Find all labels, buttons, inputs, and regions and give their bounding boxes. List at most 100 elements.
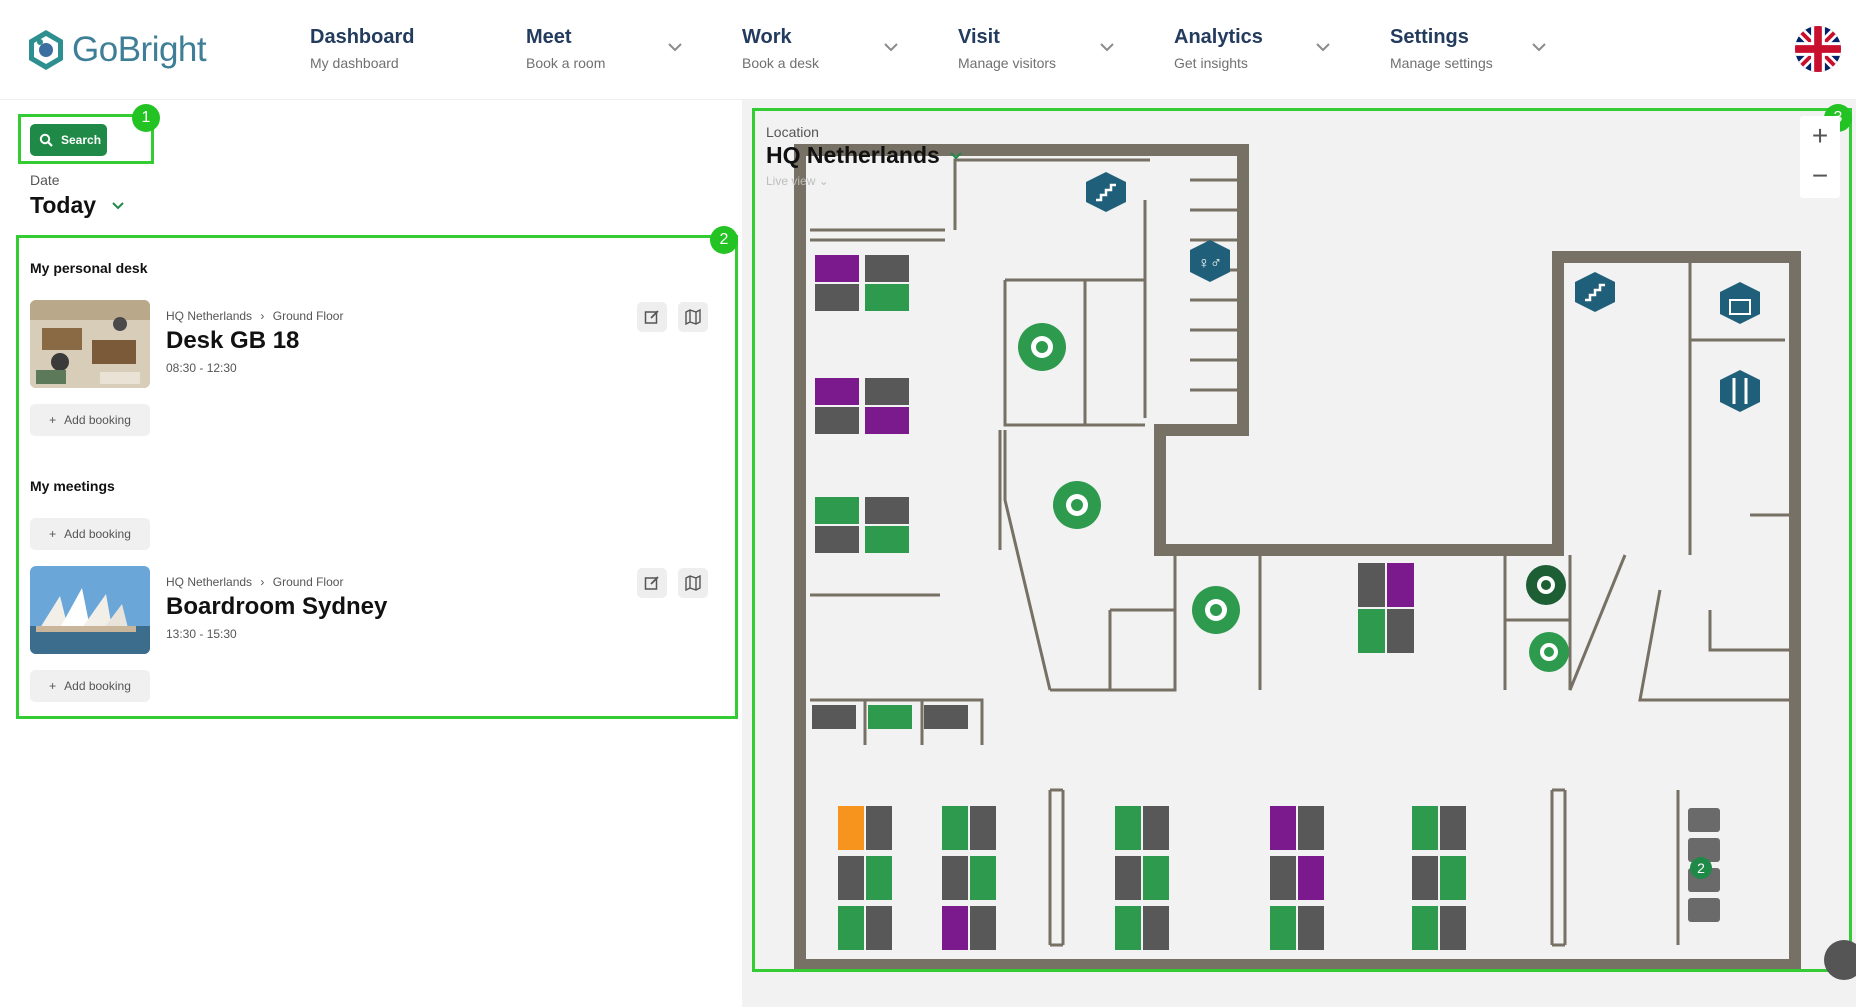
brand-name: GoBright — [72, 30, 207, 69]
edit-booking-button[interactable] — [637, 568, 667, 598]
restroom-icon: ♀♂ — [1190, 240, 1230, 282]
elevator-icon — [1720, 282, 1760, 324]
room-marker[interactable] — [1526, 565, 1566, 605]
location-label: Location — [766, 124, 819, 140]
nav-title: Meet — [526, 26, 572, 48]
search-button[interactable]: Search — [30, 124, 107, 156]
nav-dashboard[interactable]: Dashboard My dashboard — [310, 26, 526, 71]
chevron-down-icon[interactable] — [668, 42, 682, 52]
zoom-out-button[interactable]: − — [1811, 160, 1829, 191]
nav-title: Visit — [958, 26, 1000, 48]
nav-title: Settings — [1390, 26, 1469, 48]
crumb-location: HQ Netherlands — [166, 309, 253, 323]
nav-meet[interactable]: Meet Book a room — [526, 26, 742, 71]
refresh-icon[interactable] — [1824, 940, 1856, 980]
main-nav: Dashboard My dashboard Meet Book a room … — [310, 26, 1606, 71]
stairs-icon — [1086, 172, 1126, 212]
map-icon — [685, 309, 701, 325]
desk-cluster[interactable] — [1358, 563, 1414, 653]
zoom-control: + − — [1800, 116, 1840, 198]
personal-desk-title: My personal desk — [30, 260, 148, 276]
chevron-down-icon[interactable] — [1316, 42, 1330, 52]
meetings-title: My meetings — [30, 478, 115, 494]
room-marker[interactable] — [1529, 632, 1569, 672]
nav-subtitle: My dashboard — [310, 55, 399, 71]
date-label: Date — [30, 172, 60, 188]
meeting-booking-title[interactable]: Boardroom Sydney — [166, 593, 388, 620]
crumb-floor: Ground Floor — [272, 309, 344, 323]
gobright-logo[interactable]: GoBright — [26, 28, 207, 72]
stairs-icon — [1575, 272, 1615, 312]
add-booking-button[interactable]: + Add booking — [30, 518, 150, 550]
desk-column[interactable] — [942, 806, 996, 950]
floor-walls — [794, 144, 1801, 970]
crumb-location: HQ Netherlands — [166, 575, 253, 589]
meeting-booking-time: 13:30 - 15:30 — [166, 627, 237, 641]
room-marker[interactable] — [1192, 586, 1240, 634]
location-selector[interactable]: HQ Netherlands — [766, 142, 962, 169]
uk-flag-icon[interactable] — [1795, 26, 1841, 72]
nav-analytics[interactable]: Analytics Get insights — [1174, 26, 1390, 71]
svg-text:♀♂: ♀♂ — [1198, 255, 1222, 272]
crumb-separator: › — [260, 309, 265, 323]
nav-subtitle: Book a room — [526, 55, 606, 71]
add-booking-button[interactable]: + Add booking — [30, 670, 150, 702]
nav-title: Analytics — [1174, 26, 1263, 48]
view-mode-label: Live view — [766, 174, 816, 188]
highlight-box-2 — [16, 235, 738, 719]
nav-title: Dashboard — [310, 26, 415, 48]
view-mode-selector[interactable]: Live view ⌄ — [766, 174, 829, 188]
breadcrumb: HQ Netherlands › Ground Floor — [166, 575, 343, 589]
crumb-floor: Ground Floor — [272, 575, 344, 589]
edit-booking-button[interactable] — [637, 302, 667, 332]
room-marker[interactable] — [1018, 323, 1066, 371]
desk-cluster[interactable] — [815, 255, 909, 311]
nav-subtitle: Manage visitors — [958, 55, 1057, 71]
interior-walls — [810, 158, 1795, 947]
show-on-map-button[interactable] — [678, 302, 708, 332]
desk-column[interactable] — [1270, 806, 1324, 950]
desk-booking-title[interactable]: Desk GB 18 — [166, 327, 300, 354]
top-header: GoBright Dashboard My dashboard Meet Boo… — [0, 0, 1856, 100]
edit-icon — [644, 310, 659, 324]
show-on-map-button[interactable] — [678, 568, 708, 598]
room-photo[interactable] — [30, 566, 150, 654]
desk-booking-time: 08:30 - 12:30 — [166, 361, 237, 375]
nav-subtitle: Book a desk — [742, 55, 820, 71]
desk-cluster[interactable] — [815, 497, 909, 553]
date-value: Today — [30, 192, 97, 218]
desk-cluster[interactable] — [815, 378, 909, 434]
highlight-box-3 — [752, 108, 1852, 972]
desk-column[interactable] — [838, 806, 892, 950]
nav-work[interactable]: Work Book a desk — [742, 26, 958, 71]
room-marker[interactable] — [1053, 481, 1101, 529]
chevron-down-icon[interactable] — [1532, 42, 1546, 52]
nav-subtitle: Get insights — [1174, 55, 1248, 71]
chevron-down-icon[interactable] — [884, 42, 898, 52]
plus-icon: + — [49, 679, 57, 693]
highlight-badge: 1 — [132, 104, 160, 132]
desk-photo[interactable] — [30, 300, 150, 388]
zoom-in-button[interactable]: + — [1811, 120, 1829, 151]
chevron-down-icon[interactable] — [1100, 42, 1114, 52]
desk-column[interactable] — [1115, 806, 1169, 950]
highlight-box-1 — [18, 114, 154, 164]
search-label: Search — [61, 133, 102, 147]
chevron-down-icon — [950, 151, 962, 159]
nav-settings[interactable]: Settings Manage settings — [1390, 26, 1606, 71]
desk-row[interactable] — [812, 705, 968, 729]
add-booking-label: Add booking — [64, 413, 131, 427]
add-booking-button[interactable]: + Add booking — [30, 404, 150, 436]
date-selector[interactable]: Today — [30, 192, 124, 219]
crumb-separator: › — [260, 575, 265, 589]
nav-title: Work — [742, 26, 792, 48]
add-booking-label: Add booking — [64, 679, 131, 693]
locker-cluster-badge[interactable]: 2 — [1690, 857, 1712, 879]
nav-visit[interactable]: Visit Manage visitors — [958, 26, 1174, 71]
plus-icon: + — [49, 413, 57, 427]
cluster-count: 2 — [1697, 860, 1705, 876]
floor-plan[interactable]: ♀♂ — [755, 110, 1855, 970]
restaurant-icon — [1720, 370, 1760, 412]
gobright-logo-icon — [29, 30, 63, 70]
desk-column[interactable] — [1412, 806, 1466, 950]
